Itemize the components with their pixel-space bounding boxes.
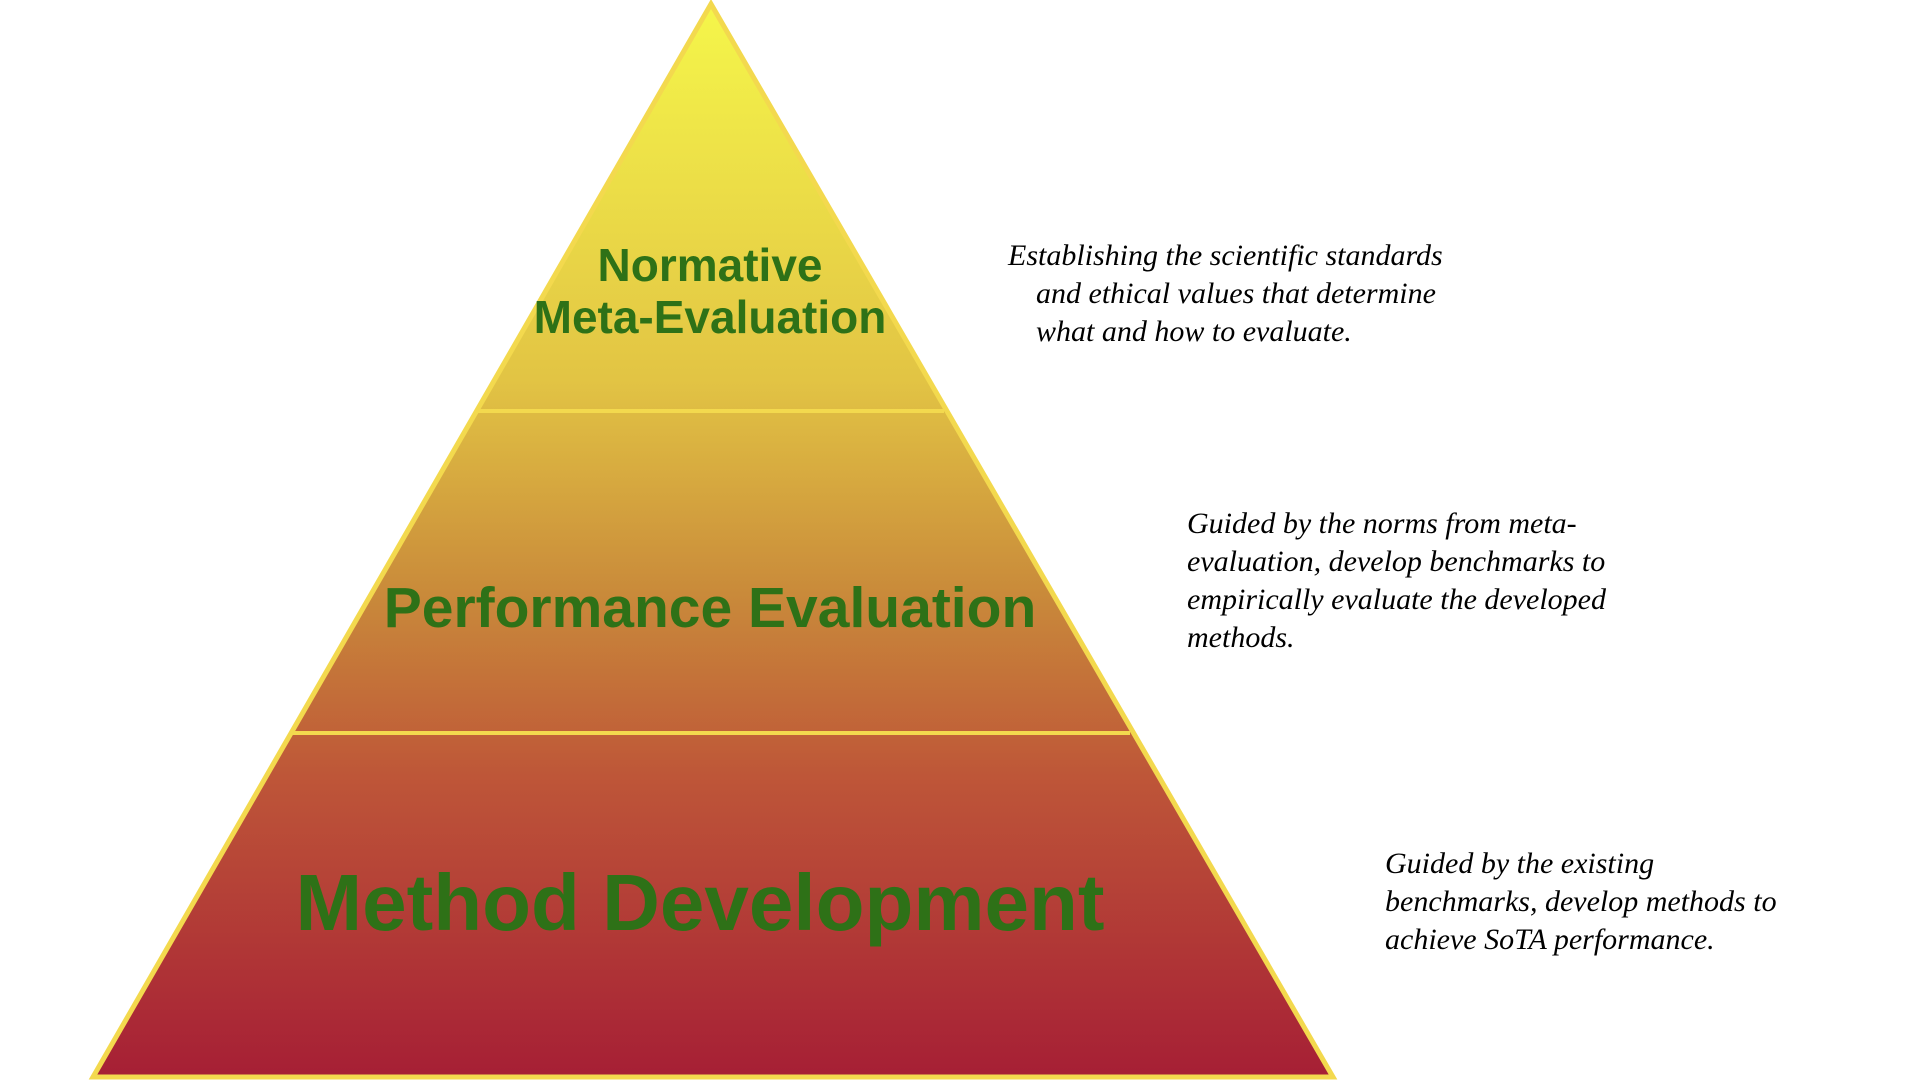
description-line: empirically evaluate the developed xyxy=(1187,583,1606,616)
description-line: methods. xyxy=(1187,621,1295,654)
tier-title-method-development: Method Development xyxy=(250,858,1150,948)
tier-title-line: Performance Evaluation xyxy=(383,576,1037,640)
description-line: achieve SoTA performance. xyxy=(1385,923,1715,956)
pyramid-body xyxy=(88,0,1338,1080)
tier-title-performance-evaluation: Performance Evaluation xyxy=(360,576,1060,641)
tier-title-line: Normative xyxy=(597,239,823,291)
description-line: Guided by the norms from meta- xyxy=(1187,507,1577,540)
description-line: evaluation, develop benchmarks to xyxy=(1187,545,1606,578)
tier-title-line: Method Development xyxy=(295,858,1105,947)
tier-title-normative-meta-evaluation: Normative Meta-Evaluation xyxy=(500,239,920,343)
description-line: and ethical values that determine xyxy=(1036,277,1436,310)
description-line: what and how to evaluate. xyxy=(1036,315,1352,348)
tier-title-line: Meta-Evaluation xyxy=(533,290,887,343)
tier-description-method: Guided by the existing benchmarks, devel… xyxy=(1385,845,1777,959)
tier-description-normative: Establishing the scientific standards an… xyxy=(1008,237,1443,351)
description-line: Establishing the scientific standards xyxy=(1008,239,1443,272)
description-line: benchmarks, develop methods to xyxy=(1385,885,1777,918)
tier-description-performance: Guided by the norms from meta- evaluatio… xyxy=(1187,505,1606,657)
description-line: Guided by the existing xyxy=(1385,847,1655,880)
